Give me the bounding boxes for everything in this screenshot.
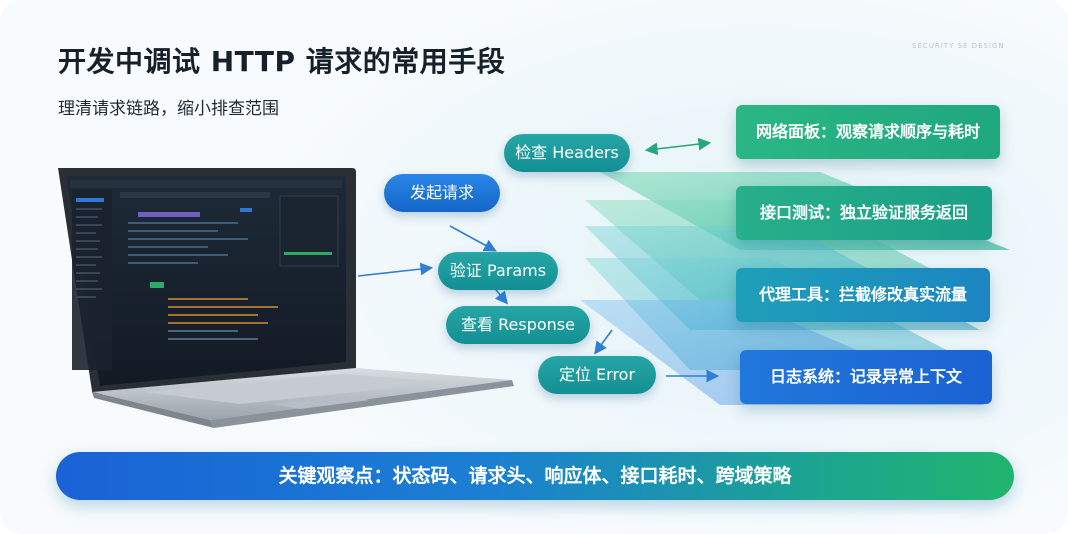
check-headers-step: 检查 Headers — [504, 134, 630, 172]
verify-params-step: 验证 Params — [438, 252, 558, 290]
page-subtitle: 理清请求链路，缩小排查范围 — [58, 99, 279, 119]
view-response-step: 查看 Response — [446, 306, 590, 344]
layer-api-testing: 接口测试：独立验证服务返回 — [736, 186, 992, 240]
arrow — [594, 329, 613, 355]
locate-error-step: 定位 Error — [538, 356, 656, 394]
laptop-illustration — [58, 168, 514, 428]
page-title: 开发中调试 HTTP 请求的常用手段 — [58, 45, 506, 78]
send-request-step: 发起请求 — [384, 174, 500, 212]
arrow — [644, 137, 712, 156]
layer-log-system: 日志系统：记录异常上下文 — [740, 350, 992, 404]
watermark: SECURITY SE DESIGN — [912, 42, 1005, 50]
layer-network-panel: 网络面板：观察请求顺序与耗时 — [736, 105, 1000, 159]
layer-proxy-tool: 代理工具：拦截修改真实流量 — [736, 268, 990, 322]
key-observations-banner: 关键观察点：状态码、请求头、响应体、接口耗时、跨域策略 — [56, 452, 1014, 500]
arrow — [449, 225, 497, 252]
arrow — [494, 289, 509, 305]
arrow — [357, 262, 434, 277]
